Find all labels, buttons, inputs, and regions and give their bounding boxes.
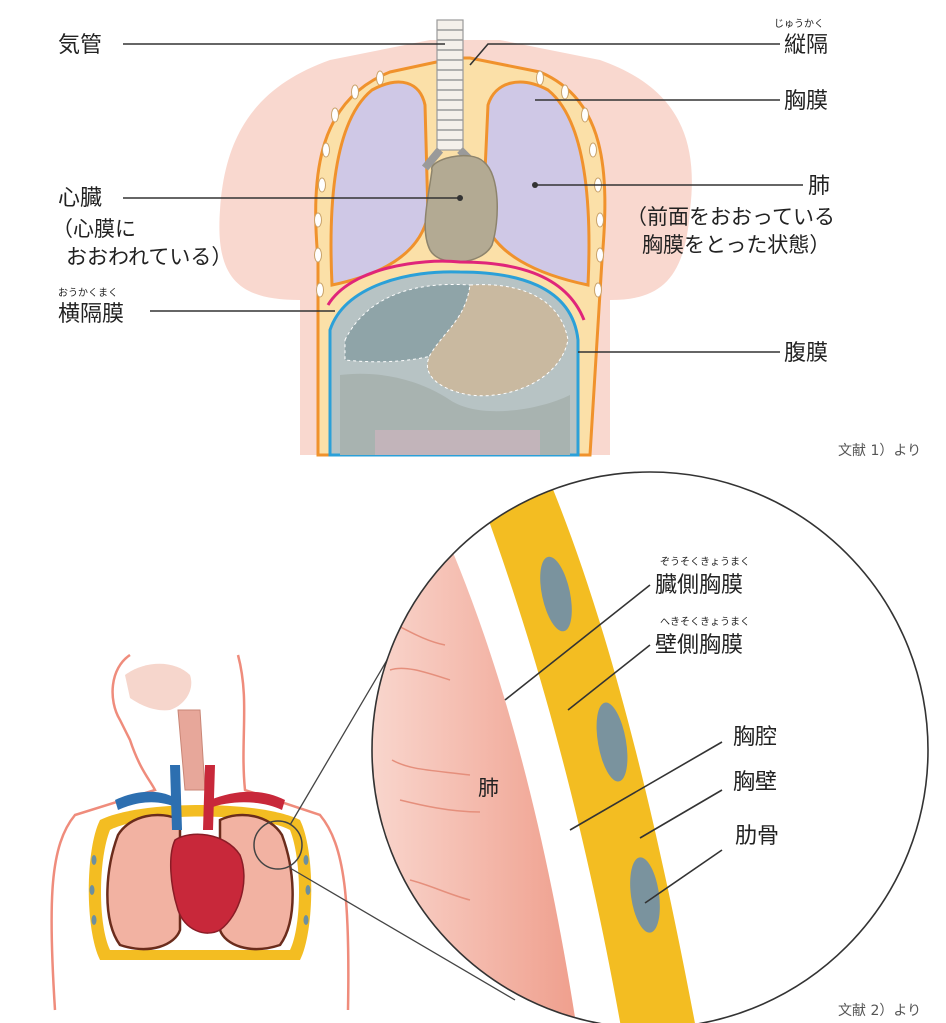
stomach — [427, 284, 569, 397]
torso-illustration — [219, 19, 692, 457]
right-vessel — [210, 791, 285, 810]
label-lung-note-1: （前面をおおっている — [626, 205, 835, 229]
small-heart — [169, 833, 245, 934]
label-mediastinum: 縦隔 — [784, 33, 828, 58]
left-vessel — [115, 791, 178, 810]
rib-1 — [540, 556, 572, 632]
label-rib: 肋骨 — [735, 824, 779, 849]
rib-2 — [596, 702, 628, 782]
citation-bottom: 文献 2）より — [838, 1003, 921, 1019]
lower-organ — [375, 430, 540, 455]
heart — [424, 154, 498, 263]
citation-top: 文献 1）より — [838, 443, 921, 459]
small-ribs — [89, 855, 311, 925]
label-trachea: 気管 — [58, 33, 102, 58]
ruby-mediastinum: じゅうかく — [774, 18, 824, 30]
small-right-lung — [218, 813, 294, 951]
body-outline-left — [50, 653, 157, 1011]
ruby-parietal-pleura: へきそくきょうまく — [660, 616, 750, 628]
focus-circle — [253, 820, 303, 870]
top-labels: 気管 心臓 （心膜に おおわれている） おうかくまく 横隔膜 じゅうかく 縦隔 … — [52, 18, 921, 459]
ruby-visceral-pleura: ぞうそくきょうまく — [660, 556, 750, 568]
label-visceral-pleura: 臓側胸膜 — [655, 573, 743, 598]
esophagus-trachea — [177, 709, 206, 791]
left-lung — [329, 80, 430, 287]
label-parietal-pleura: 壁側胸膜 — [655, 633, 743, 658]
label-pleura: 胸膜 — [784, 89, 828, 114]
rib-sections — [314, 70, 604, 298]
label-lung-magnified: 肺 — [478, 776, 499, 800]
diaphragm-line — [326, 259, 586, 321]
magnified-view: ぞうそくきょうまく 臓側胸膜 へきそくきょうまく 壁側胸膜 胸腔 胸壁 肋骨 肺 — [371, 471, 929, 1023]
zoom-line-lower — [289, 867, 516, 1001]
trachea-tube — [421, 19, 481, 171]
small-body-illustration — [50, 569, 516, 1011]
label-heart: 心臓 — [58, 186, 102, 211]
small-left-lung — [106, 813, 182, 951]
top-leaders — [123, 43, 803, 353]
label-lung-top: 肺 — [808, 174, 830, 199]
label-peritoneum: 腹膜 — [784, 341, 828, 366]
label-chest-wall: 胸壁 — [733, 770, 777, 795]
rib-3 — [630, 857, 660, 933]
label-diaphragm: 横隔膜 — [58, 302, 124, 327]
artery — [203, 765, 215, 830]
label-pleural-cavity: 胸腔 — [733, 725, 777, 750]
ruby-diaphragm: おうかくまく — [58, 287, 118, 299]
nasal-cavity — [125, 663, 192, 711]
label-lung-note-2: 胸膜をとった状態） — [642, 233, 830, 257]
vein — [170, 765, 182, 830]
label-heart-note-1: （心膜に — [52, 217, 136, 241]
bottom-leaders — [504, 584, 723, 904]
magnified-circle-border — [371, 471, 929, 1023]
label-heart-note-2: おおわれている） — [66, 245, 232, 269]
body-outline-right — [236, 654, 350, 1011]
